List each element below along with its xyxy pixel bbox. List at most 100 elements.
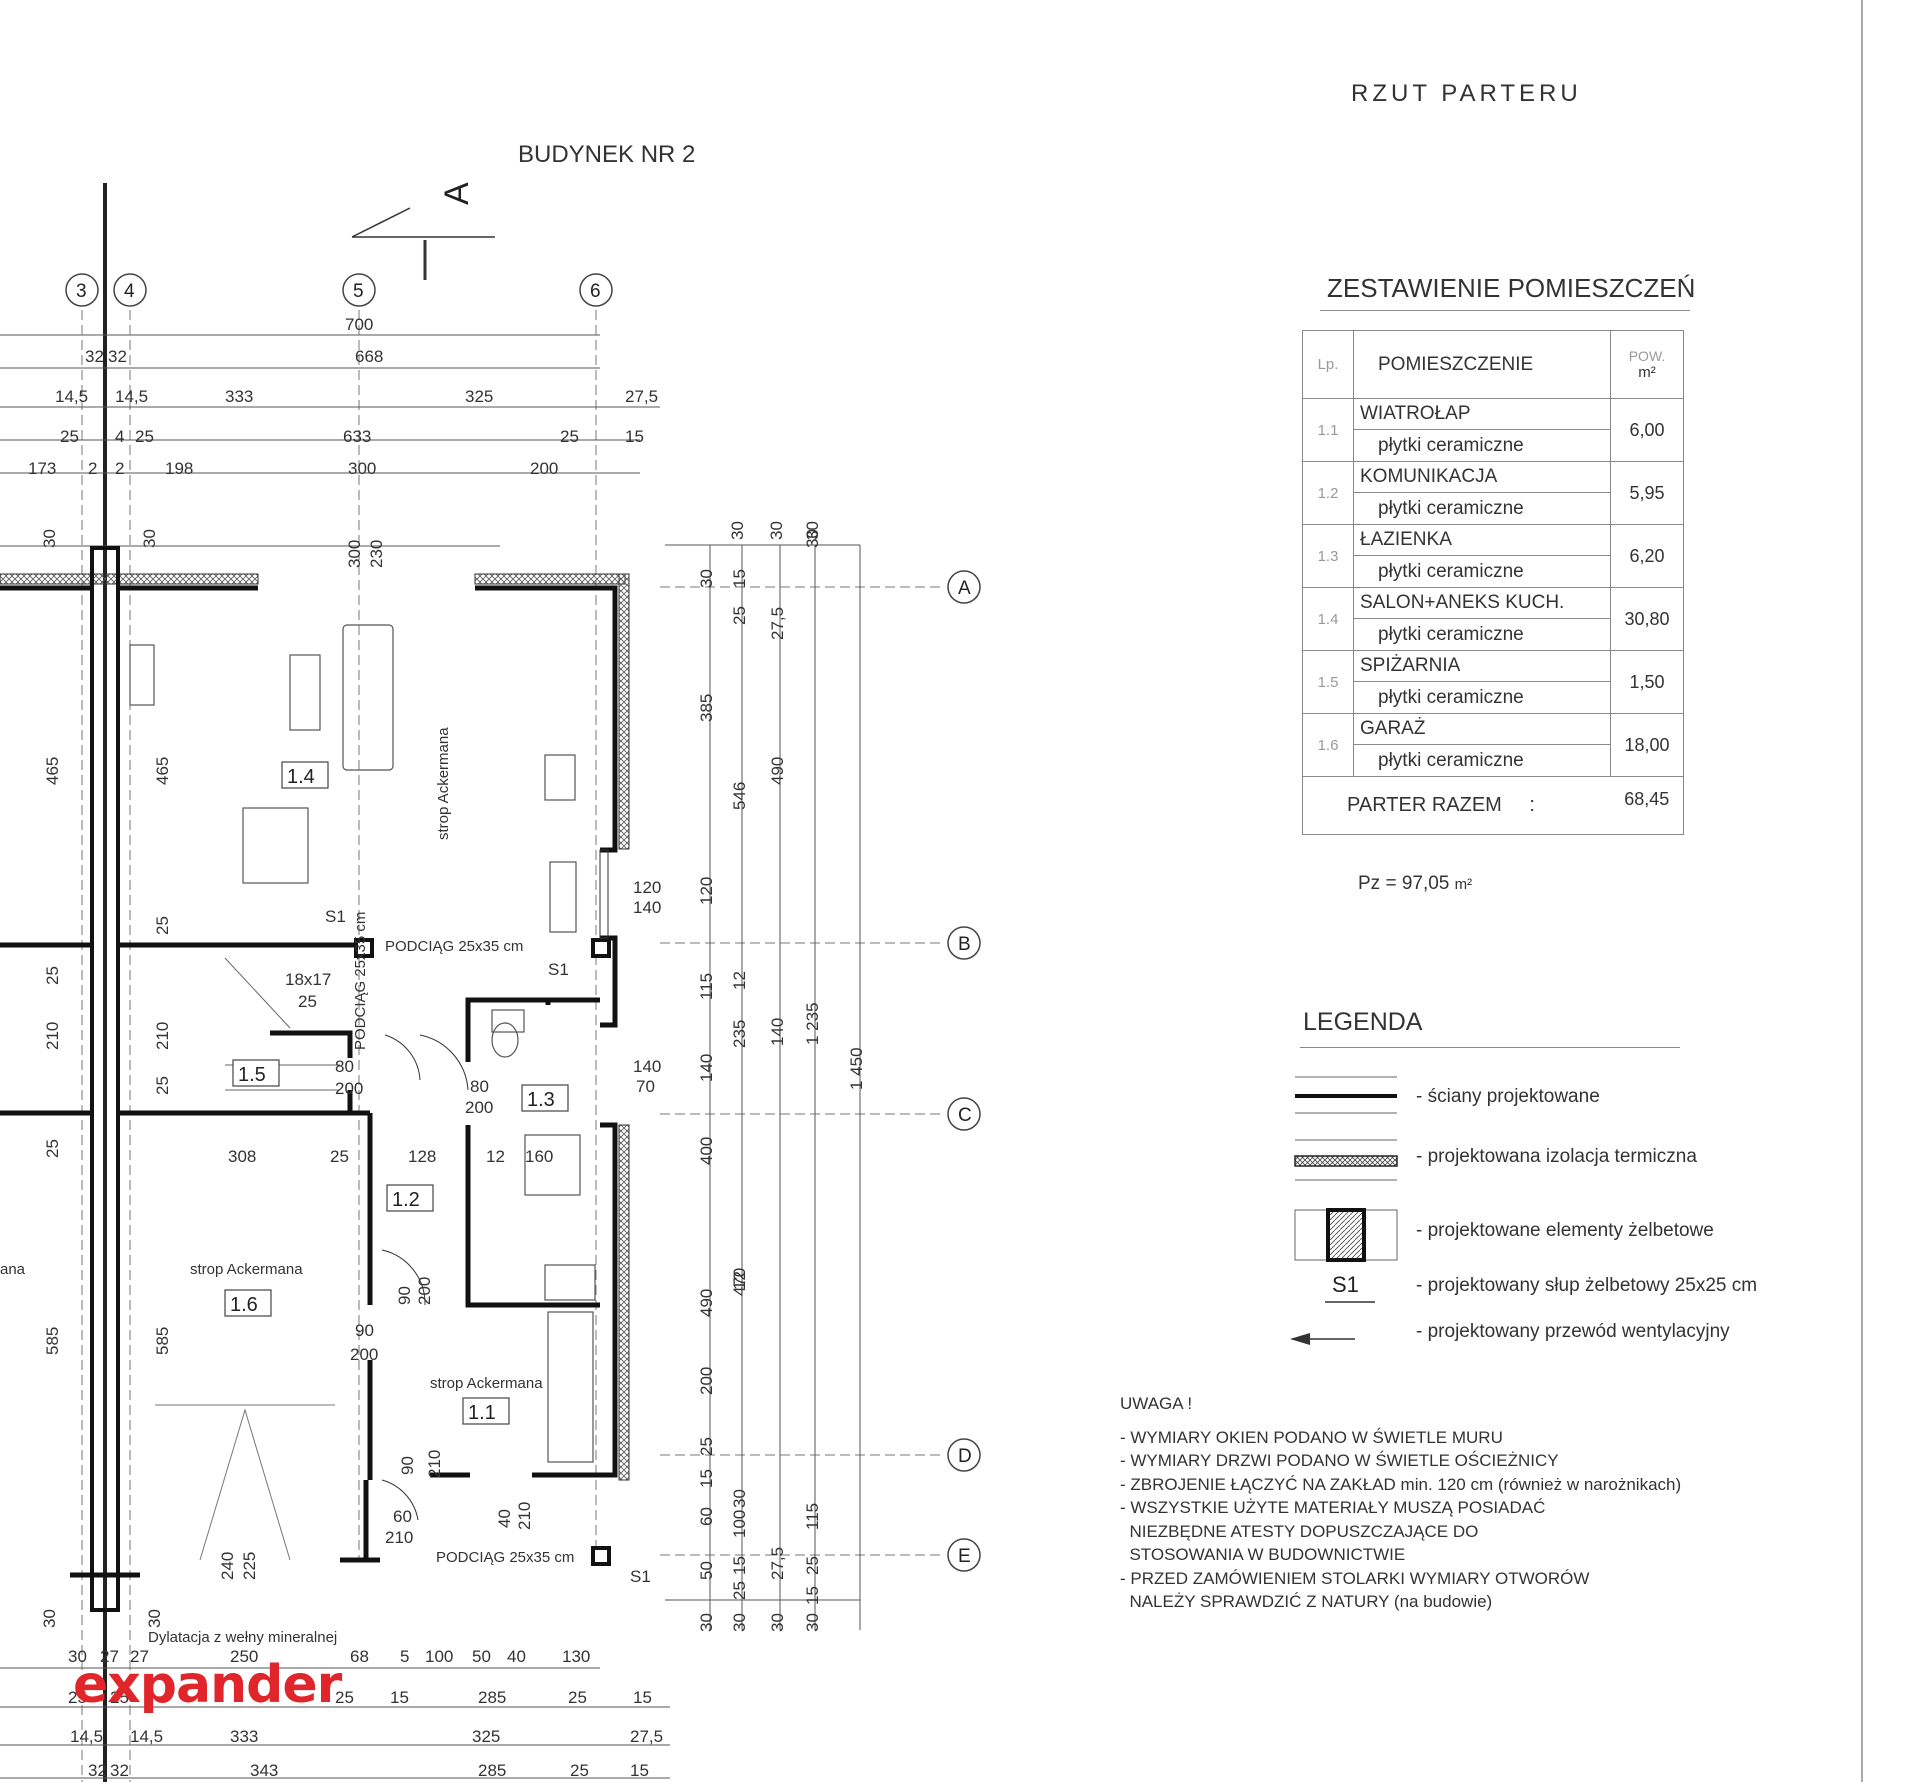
header-area-unit: m² <box>1638 364 1656 381</box>
dimension-label: 120 <box>633 878 661 897</box>
room-numbers: 1.4 1.5 1.3 1.2 1.6 1.1 <box>224 761 569 1425</box>
row-finish: płytki ceramiczne <box>1353 429 1611 462</box>
header-area: POW. m² <box>1610 330 1684 399</box>
axis-6: 6 <box>590 281 601 302</box>
dimension-label: 32 <box>108 347 127 366</box>
dimension-label: 25 <box>330 1147 349 1166</box>
row-room-name: SPIŻARNIA <box>1353 650 1611 682</box>
dimension-label: 15 <box>633 1688 652 1707</box>
dimension-label: 585 <box>153 1327 172 1355</box>
row-area: 1,50 <box>1610 650 1684 714</box>
axis-D: D <box>958 1446 972 1467</box>
dimension-label: 140 <box>697 1054 716 1082</box>
axis-5: 5 <box>353 281 364 302</box>
dimension-label: 546 <box>730 782 749 810</box>
axis-letter-bubbles: A B C D E <box>947 570 981 1572</box>
dimension-label: 27 <box>100 1647 119 1666</box>
dimension-label: 210 <box>153 1022 172 1050</box>
note-line: STOSOWANIA W BUDOWNICTWIE <box>1120 1545 1406 1564</box>
dimension-label: 115 <box>697 973 716 1000</box>
dimension-label: 585 <box>43 1327 62 1355</box>
strop-label-left: ana <box>0 1261 26 1278</box>
dimension-label: 80 <box>335 1057 354 1076</box>
dimension-label: 333 <box>230 1727 258 1746</box>
room-1-2: 1.2 <box>392 1189 420 1211</box>
note-line: - WYMIARY DRZWI PODANO W ŚWIETLE OŚCIEŻN… <box>1120 1451 1559 1470</box>
dimension-label: 32 <box>85 347 104 366</box>
dimension-label: 32 <box>88 1761 107 1780</box>
dimension-label: 333 <box>225 387 253 406</box>
dimension-label: 300 <box>345 540 364 568</box>
dimension-label: 30 <box>768 1613 787 1632</box>
note-line: - WSZYSTKIE UŻYTE MATERIAŁY MUSZĄ POSIAD… <box>1120 1498 1546 1517</box>
dimension-label: 25 <box>110 1688 129 1707</box>
expander-logo: expander <box>73 1655 342 1715</box>
legend-item-walls: - ściany projektowane <box>1416 1086 1600 1107</box>
schedule-row-finish: płytki ceramiczne <box>1303 744 1684 777</box>
dimension-label: 25 <box>60 427 79 446</box>
row-lp: 1.5 <box>1302 650 1354 714</box>
dimension-label: 30 <box>728 521 747 540</box>
dimension-label: 490 <box>768 757 787 785</box>
dimension-label: 25 <box>43 966 62 985</box>
row-area: 5,95 <box>1610 461 1684 525</box>
dimension-label: 70 <box>636 1077 655 1096</box>
dimension-label: 12 <box>730 971 749 990</box>
dimension-label: 14,5 <box>115 387 148 406</box>
dimension-label: 30 <box>803 521 822 540</box>
dimension-label: 325 <box>465 387 493 406</box>
dimension-label: 50 <box>472 1647 491 1666</box>
dimension-label: 30 <box>803 529 822 548</box>
total-sep: : <box>1529 794 1535 816</box>
dimension-label: 90 <box>398 1456 417 1475</box>
legend-s1-label: S1 <box>1332 1272 1359 1297</box>
dimension-label: 140 <box>633 898 661 917</box>
dimension-label: 115 <box>803 1503 822 1530</box>
columns <box>354 938 611 1566</box>
dimension-label: 14,5 <box>55 387 88 406</box>
dimension-label: 25 <box>730 606 749 625</box>
dimension-label: 30 <box>767 521 786 540</box>
dimension-label: 200 <box>530 459 558 478</box>
row-room-name: SALON+ANEKS KUCH. <box>1353 587 1611 619</box>
dimension-label: 100 <box>730 1510 749 1538</box>
dimension-label: 120 <box>697 877 716 905</box>
dimension-label: 250 <box>230 1647 258 1666</box>
building-label: BUDYNEK NR 2 <box>518 141 696 168</box>
s1-label-3: S1 <box>630 1567 651 1586</box>
header-room: POMIESZCZENIE <box>1353 330 1611 399</box>
axis-E: E <box>958 1546 971 1567</box>
dimension-label: 140 <box>768 1018 787 1046</box>
row-area: 6,00 <box>1610 398 1684 462</box>
dimension-label: 235 <box>730 1020 749 1048</box>
notes-lines: - WYMIARY OKIEN PODANO W ŚWIETLE MURU - W… <box>1120 1426 1740 1614</box>
openings <box>381 849 609 1521</box>
row-lp: 1.6 <box>1302 713 1354 777</box>
total-label-cell: PARTER RAZEM : <box>1302 776 1611 835</box>
dimension-label: 2 <box>88 459 97 478</box>
dimension-label: 25 <box>335 1688 354 1707</box>
legend-item-insulation: - projektowana izolacja termiczna <box>1416 1146 1697 1167</box>
schedule-row-finish: płytki ceramiczne <box>1303 681 1684 714</box>
dimension-lines-top <box>0 334 660 547</box>
dimension-label: 60 <box>697 1507 716 1526</box>
axis-3: 3 <box>76 281 87 302</box>
pz-value: Pz = 97,05 <box>1358 873 1450 894</box>
dimension-label: 30 <box>68 1647 87 1666</box>
dimension-label: 4 <box>115 427 124 446</box>
dimension-label: 225 <box>240 1552 259 1580</box>
dimension-label: 160 <box>525 1147 553 1166</box>
dimension-lines-right <box>665 544 861 1630</box>
note-line: - WYMIARY OKIEN PODANO W ŚWIETLE MURU <box>1120 1427 1503 1447</box>
row-area: 30,80 <box>1610 587 1684 651</box>
dimension-label: 15 <box>730 569 749 588</box>
dimension-label: 14,5 <box>70 1727 103 1746</box>
plan-labels: strop Ackermana strop Ackermana strop Ac… <box>0 727 651 1646</box>
note-line: NALEŻY SPRAWDZIĆ Z NATURY (na budowie) <box>1120 1592 1493 1611</box>
legend-underline <box>1300 1047 1680 1048</box>
